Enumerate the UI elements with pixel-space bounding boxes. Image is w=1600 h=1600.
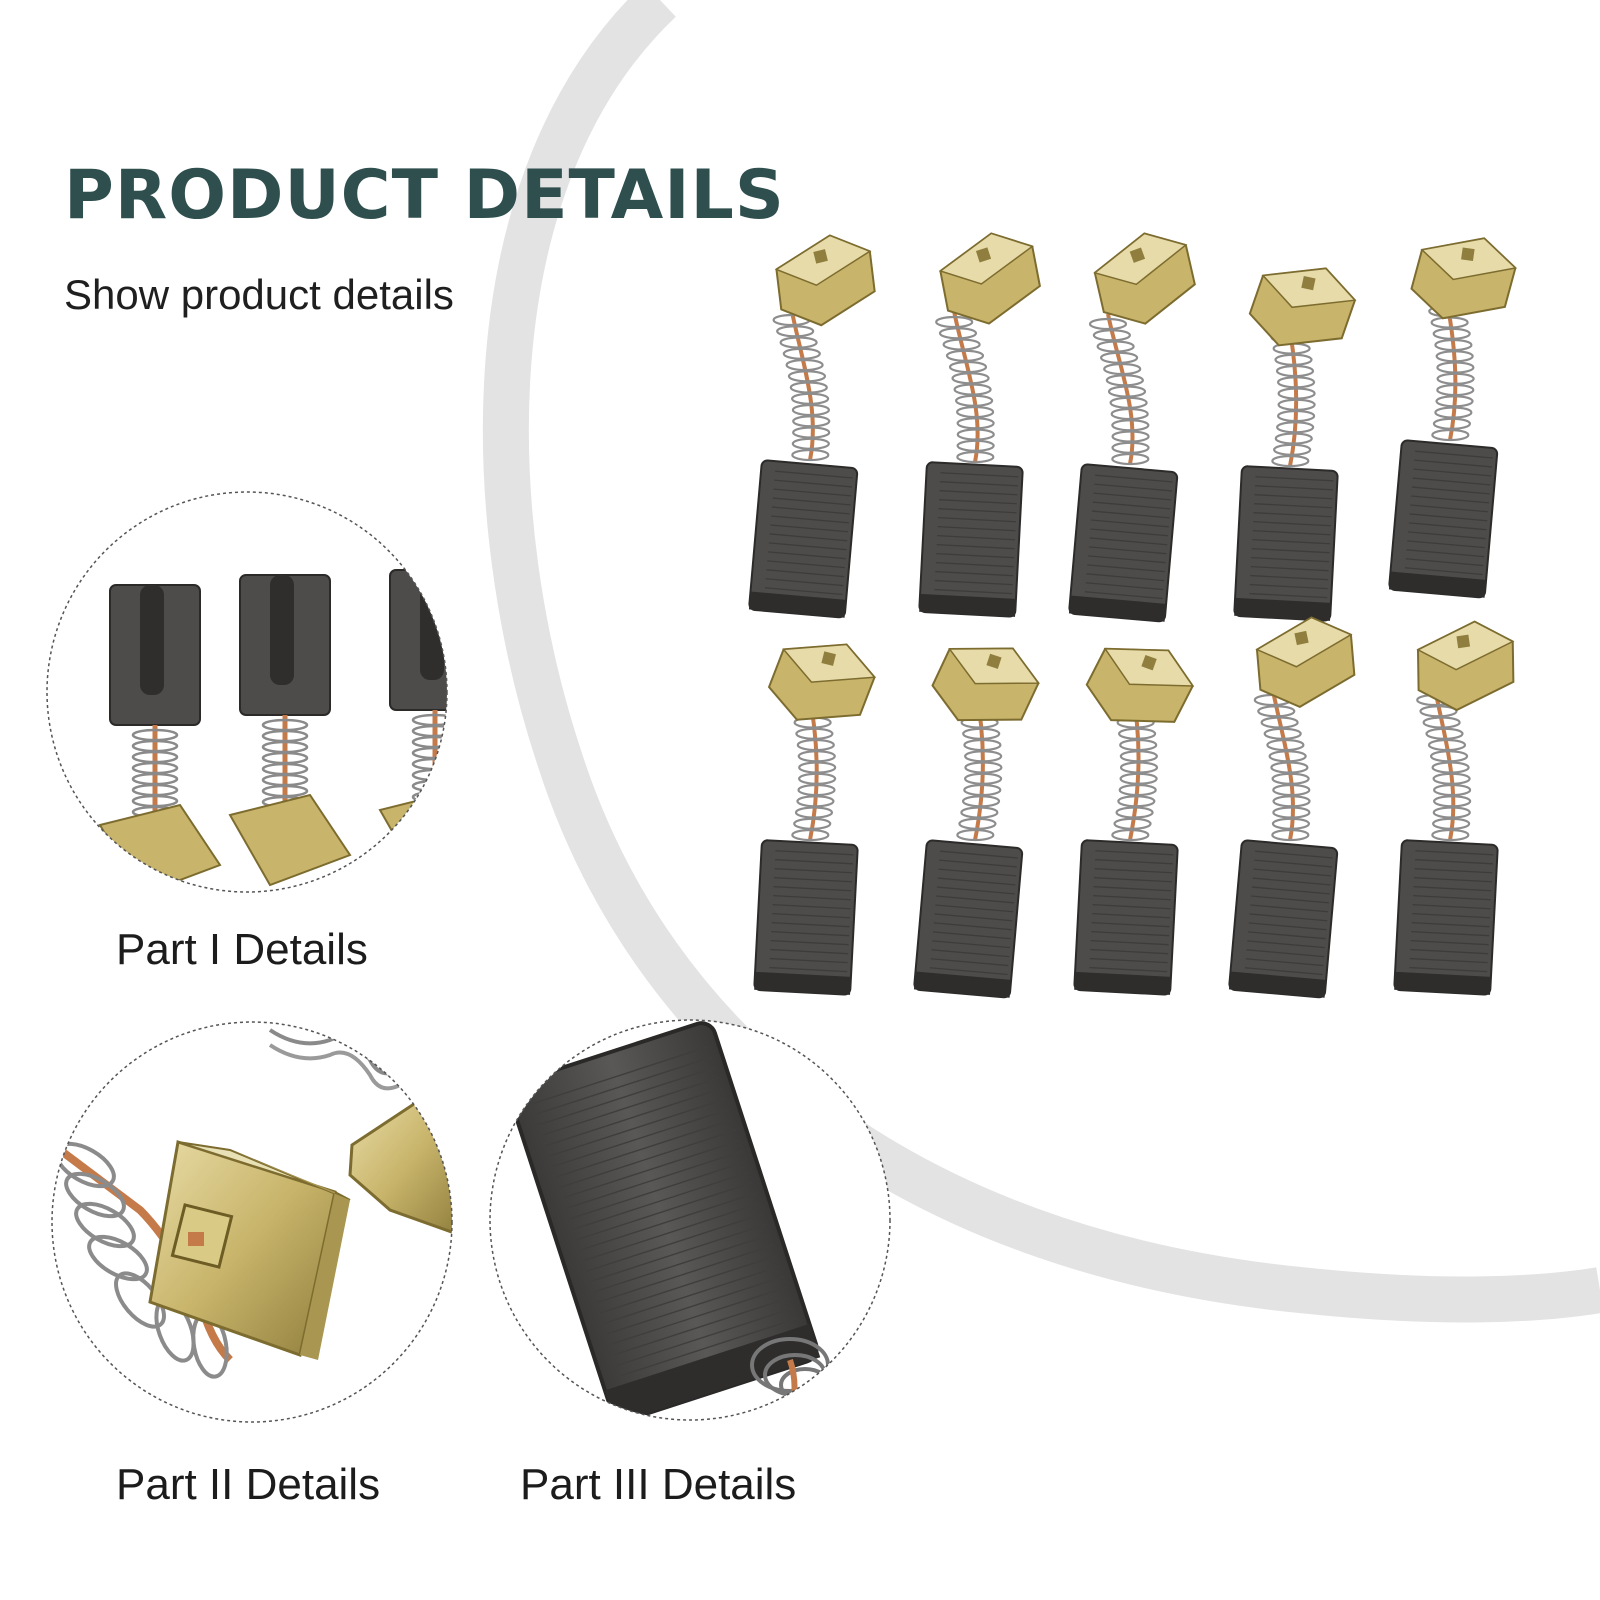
carbon-brush [1073, 647, 1195, 996]
carbon-brush [1388, 237, 1517, 599]
carbon-brush [918, 232, 1041, 618]
part-iii-detail-image [489, 1019, 891, 1421]
carbon-brush [1068, 232, 1196, 623]
part-iii-caption: Part III Details [520, 1460, 797, 1509]
part-ii-caption: Part II Details [116, 1460, 381, 1509]
carbon-brush [1233, 267, 1357, 622]
part-i-caption: Part I Details [116, 925, 368, 974]
carbon-brush [753, 643, 877, 996]
carbon-brush [1228, 616, 1356, 999]
part-i-detail-image [46, 491, 448, 893]
page-title: PRODUCT DETAILS [64, 156, 785, 235]
carbon-brush [1393, 620, 1515, 996]
carbon-brush [913, 647, 1040, 999]
carbon-brush [748, 234, 876, 619]
page-subtitle: Show product details [64, 271, 454, 318]
part-ii-detail-image [51, 1021, 453, 1423]
